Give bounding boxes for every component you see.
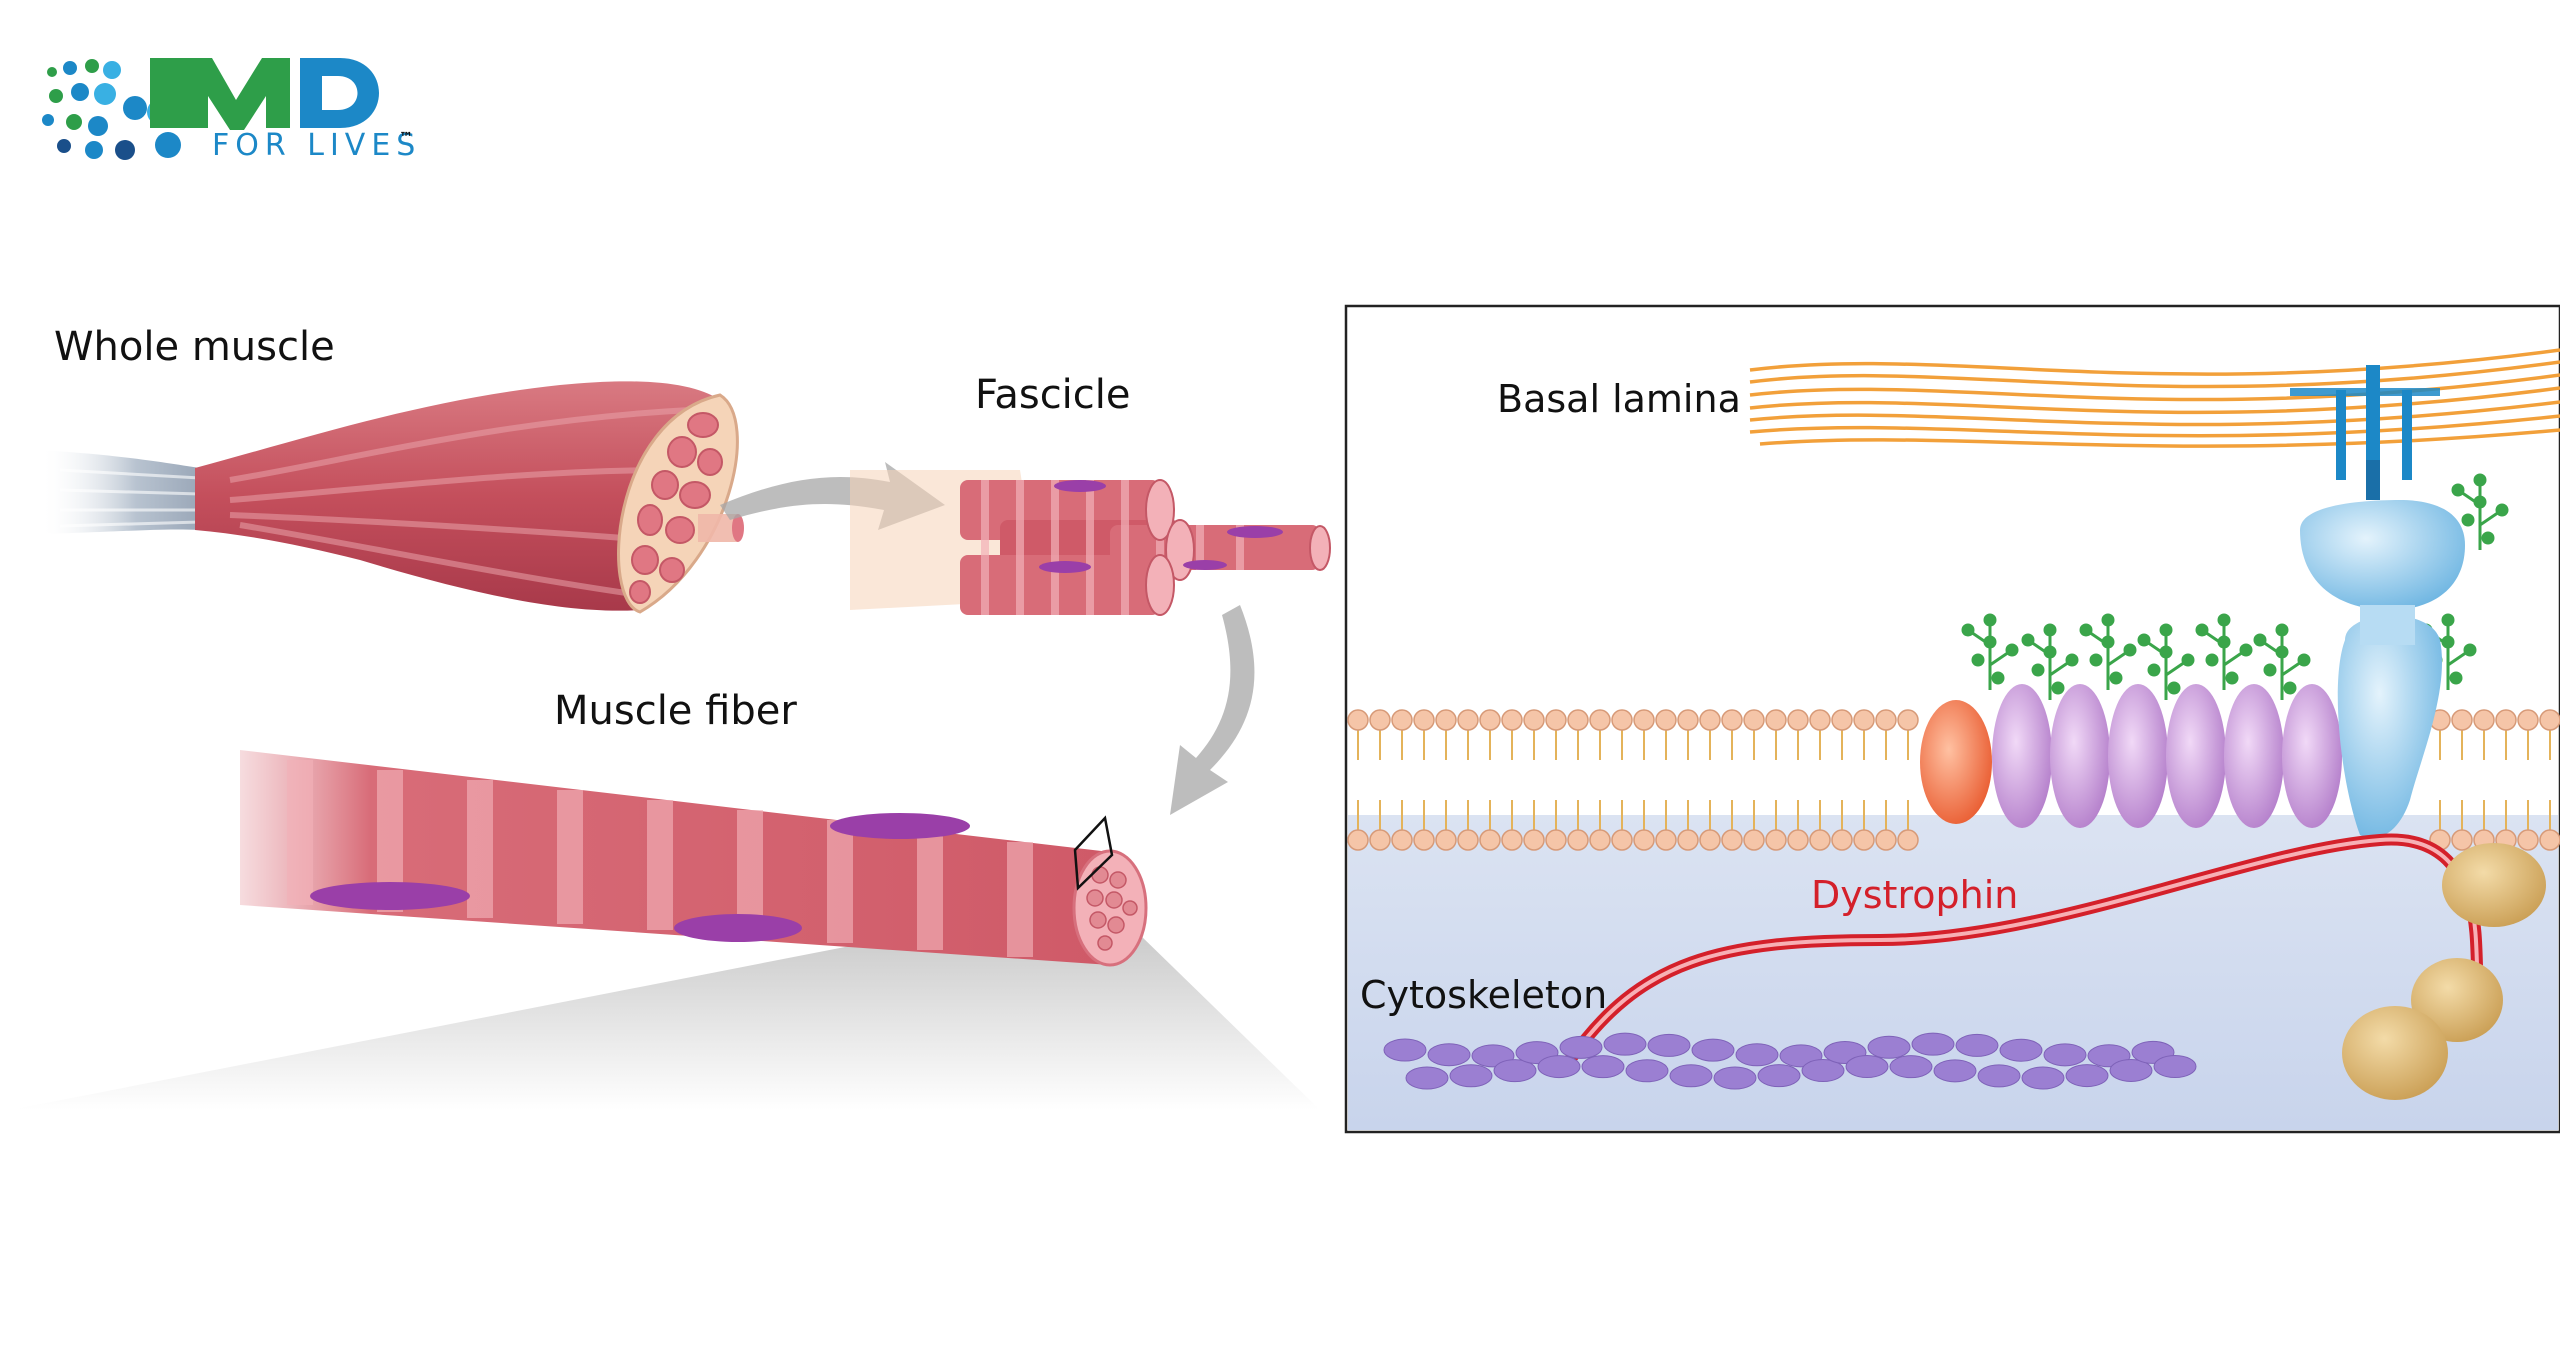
fascicle-fibers [960, 479, 1331, 616]
tendon [40, 450, 201, 534]
logo-trademark: ™ [399, 130, 413, 146]
fascicle-nuclei [1039, 480, 1283, 573]
orange-membrane-protein [1920, 700, 1992, 824]
zoom-selection-box [1073, 815, 1114, 891]
logo [42, 58, 379, 160]
muscle-belly [195, 381, 720, 611]
glycan-chains [1961, 473, 2509, 700]
sarcoglycan-complex [1992, 684, 2342, 828]
logo-m-letter [150, 58, 290, 130]
actin-filament [1383, 1032, 2197, 1090]
logo-tagline: FOR LIVES [212, 128, 422, 163]
dystroglycan-complex [2290, 365, 2465, 839]
fascicle-label: Fascicle [975, 372, 1131, 418]
tan-binding-proteins [2342, 843, 2546, 1100]
sarcolemma-panel [1344, 304, 2560, 1134]
whole-muscle-illustration [40, 381, 744, 614]
muscle-fiber-label: Muscle fiber [554, 688, 797, 734]
muscle-fiber-illustration [10, 750, 1320, 1110]
dystrophin-label: Dystrophin [1811, 873, 2019, 917]
lipid-bilayer [1347, 709, 2560, 851]
cytoskeleton-label: Cytoskeleton [1360, 973, 1608, 1017]
emerging-fascicle [698, 514, 744, 542]
whole-muscle-label: Whole muscle [54, 324, 335, 370]
arrow-to-muscle-fiber [1170, 605, 1255, 815]
logo-d-letter [300, 58, 379, 128]
cross-section-fascicles [629, 412, 723, 604]
fascicle-illustration [850, 470, 1331, 616]
basal-lamina-label: Basal lamina [1497, 377, 1741, 421]
fiber-nuclei [310, 813, 970, 942]
